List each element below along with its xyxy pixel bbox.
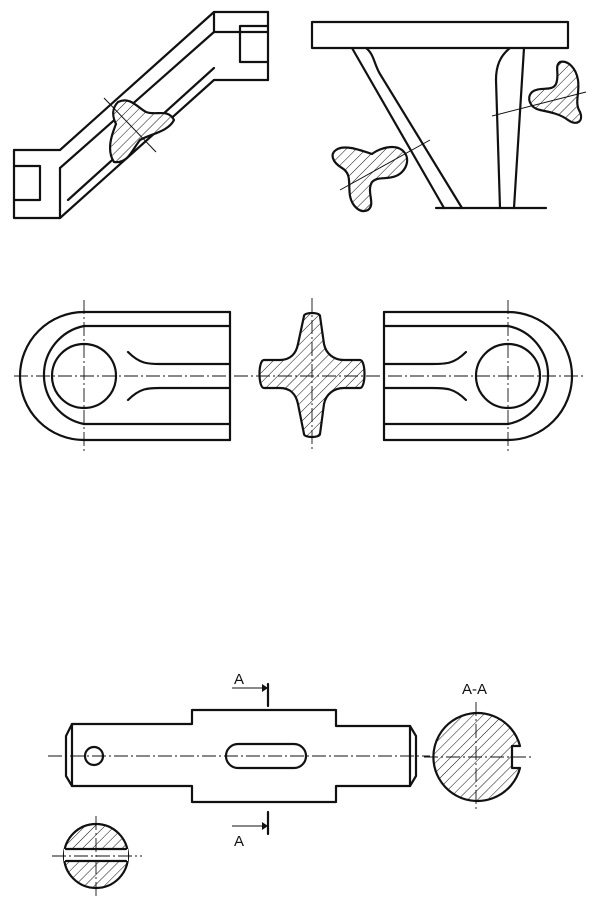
t-section-left	[331, 139, 431, 213]
figure-shaft: A A A-A	[48, 671, 532, 896]
bracket-body	[12, 10, 270, 220]
figure-link-arms	[14, 298, 586, 452]
section-a-a-title: A-A	[462, 681, 487, 698]
figure-angled-bracket	[12, 10, 270, 220]
section-a-a: A-A	[424, 681, 532, 812]
centerlines-link	[14, 300, 586, 452]
cross-section-center	[258, 298, 366, 452]
top-flange	[310, 20, 570, 50]
revolved-section-bracket	[103, 97, 176, 164]
shaft-body	[48, 708, 430, 804]
rib-walls	[350, 46, 548, 210]
section-end-round	[52, 816, 142, 896]
figure-rib-frame	[310, 20, 587, 213]
cutting-plane-label-bottom: A	[234, 833, 244, 850]
cutting-plane-label-top: A	[234, 671, 244, 688]
cutting-plane-a: A A	[232, 671, 270, 850]
link-arm-right	[382, 310, 574, 442]
t-section-right	[491, 60, 587, 124]
